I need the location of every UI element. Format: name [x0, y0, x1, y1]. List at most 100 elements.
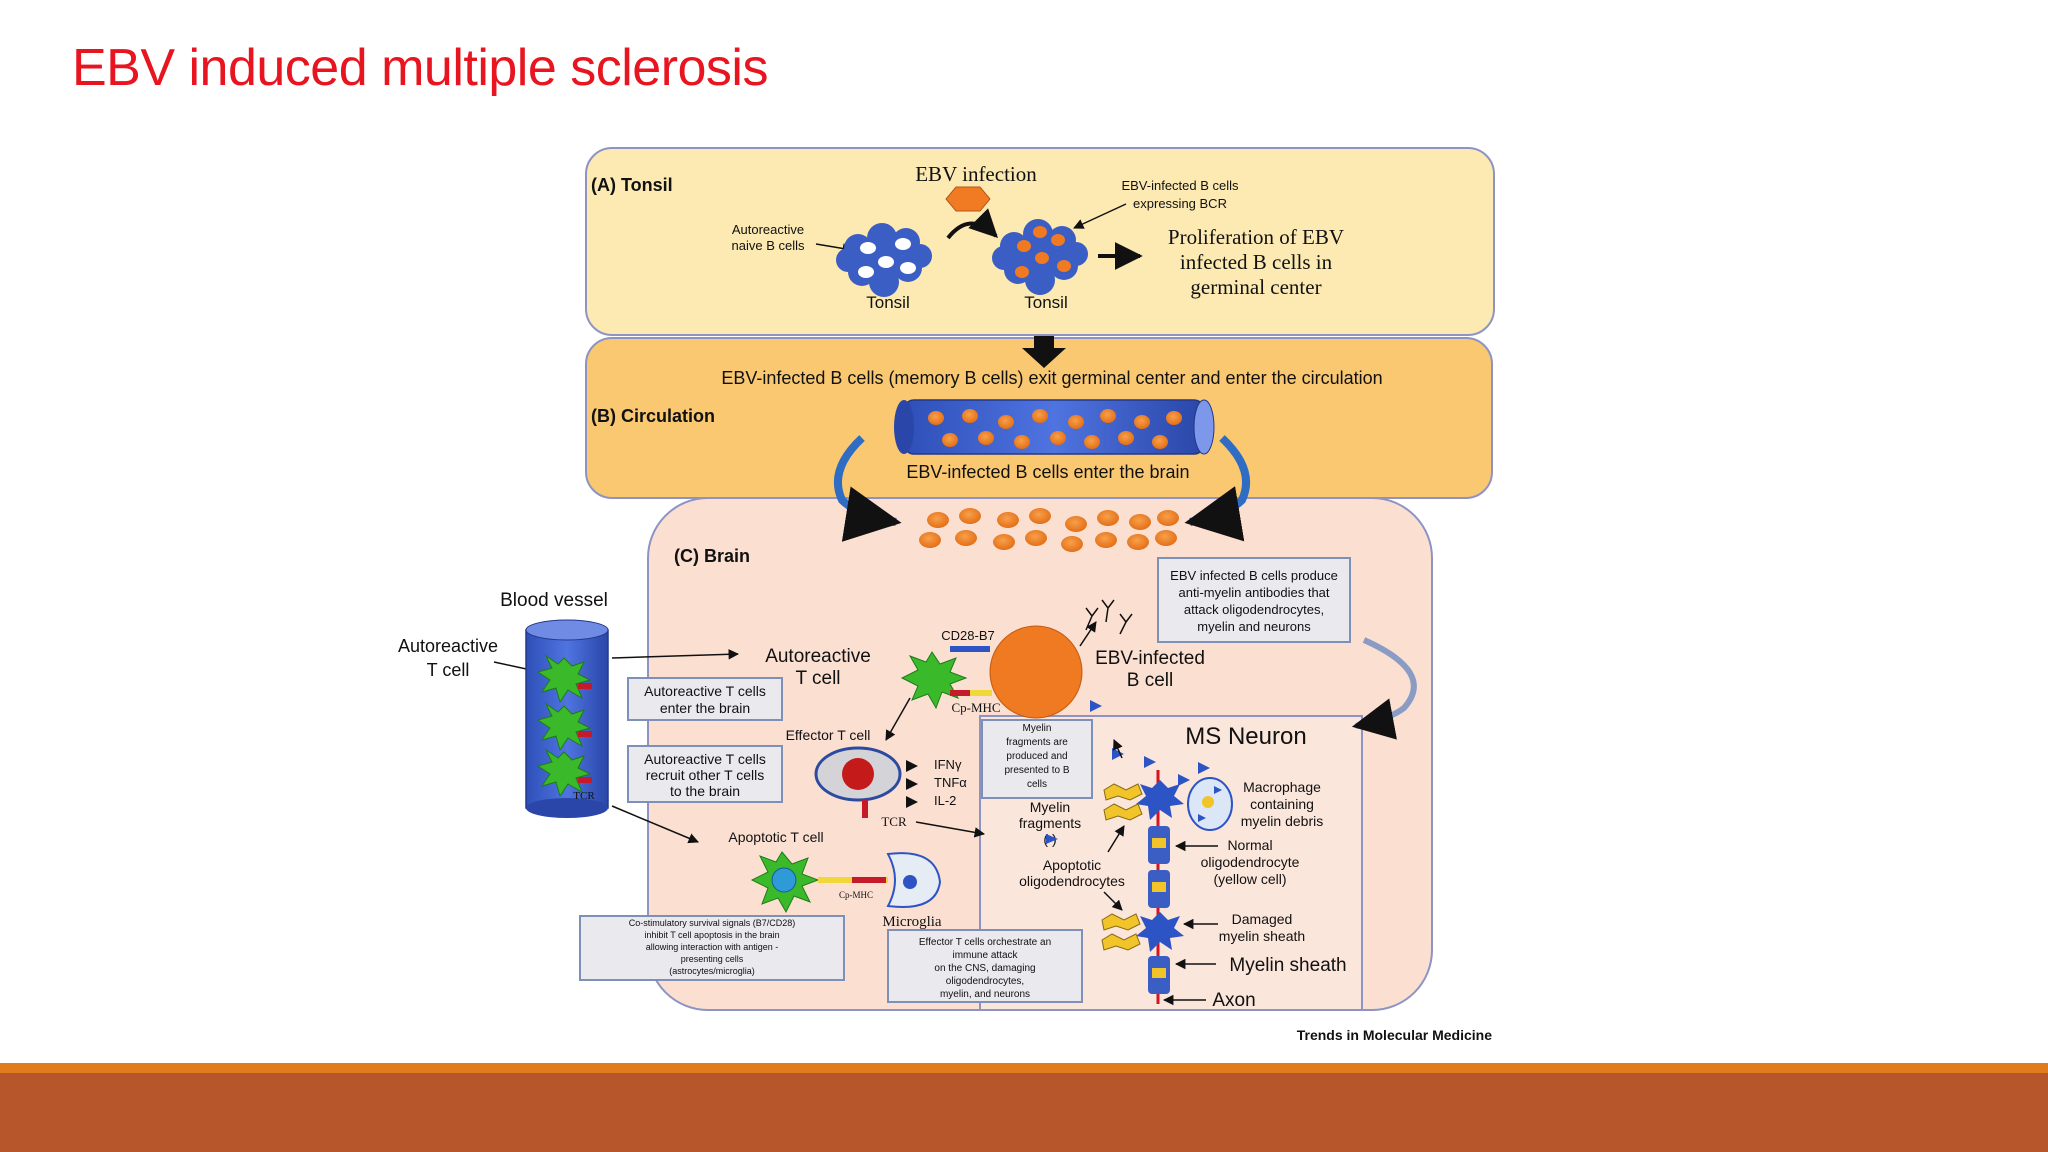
ebv-virus-icon	[945, 186, 991, 212]
damaged-myelin-label-1: Damaged	[1232, 911, 1293, 927]
ebv-infected-bcell-icon	[989, 625, 1083, 719]
antibodies-box-line-3: attack oligodendrocytes,	[1184, 602, 1324, 617]
microglia-label: Microglia	[882, 914, 941, 930]
footer-bar	[0, 1073, 2048, 1152]
myelin-box-line-5: cells	[1027, 779, 1047, 790]
myelin-fragment-icons	[1090, 700, 1210, 786]
apoptotic-oligos-label-1: Apoptotic	[1043, 857, 1101, 873]
tcr-vessel-label: TCR	[573, 790, 595, 802]
circulation-label: (B) Circulation	[591, 406, 715, 426]
myelin-fragments-box	[981, 719, 1093, 799]
blood-vessel	[525, 619, 609, 818]
recruit-box-line-2: recruit other T cells	[646, 767, 765, 783]
myelin-sheath-label: Myelin sheath	[1229, 955, 1346, 976]
enter-brain-box-line-2: enter the brain	[660, 700, 750, 716]
costim-box	[579, 915, 845, 981]
ebv-bcr-label-1: EBV-infected B cells	[1121, 178, 1239, 193]
myelin-box-line-3: produced and	[1006, 751, 1067, 762]
proliferation-line-3: germinal center	[1190, 275, 1321, 299]
exit-germinal-text: EBV-infected B cells (memory B cells) ex…	[721, 368, 1382, 388]
effector-box-line-4: oligodendrocytes,	[946, 976, 1024, 987]
damaged-myelin-label-2: myelin sheath	[1219, 928, 1305, 944]
normal-oligo-label-1: Normal	[1227, 837, 1272, 853]
cp-mhc-small-label: Cp-MHC	[839, 890, 873, 900]
slide-title: EBV induced multiple sclerosis	[72, 39, 769, 97]
myelin-fragments-label-1: Myelin	[1030, 799, 1070, 815]
proliferation-line-1: Proliferation of EBV	[1168, 225, 1344, 249]
macrophage-label-1: Macrophage	[1243, 779, 1321, 795]
costim-line-1: Co-stimulatory survival signals (B7/CD28…	[629, 918, 796, 928]
costim-line-4: presenting cells	[681, 954, 744, 964]
myelin-box-line-4: presented to B	[1004, 765, 1069, 776]
antibodies-box-line-1: EBV infected B cells produce	[1170, 568, 1338, 583]
macrophage-label-3: myelin debris	[1241, 813, 1323, 829]
right-curved-arrow-icon	[1184, 435, 1250, 542]
autoreactive-tcell-left-2: T cell	[427, 660, 470, 680]
effector-box	[887, 929, 1083, 1003]
naive-tonsil-icon	[836, 223, 932, 297]
autoreactive-naive-label-2: naive B cells	[732, 238, 805, 253]
ebv-infected-bcell-label-1: EBV-infected	[1095, 648, 1205, 669]
macrophage-icon	[1187, 777, 1233, 831]
ebv-bcr-label-2: expressing BCR	[1133, 196, 1227, 211]
cp-mhc-label: Cp-MHC	[951, 700, 1000, 715]
myelin-fragments-label-2: fragments	[1019, 815, 1081, 831]
circulation-vessel	[894, 399, 1215, 455]
autoreactive-tcell-left-1: Autoreactive	[398, 636, 498, 656]
antibody-icons	[1085, 599, 1133, 635]
recruit-box-line-3: to the brain	[670, 783, 740, 799]
ebv-infection-label: EBV infection	[915, 162, 1037, 186]
recruit-box-line-1: Autoreactive T cells	[644, 751, 766, 767]
normal-oligo-label-2: oligodendrocyte	[1201, 854, 1300, 870]
myelin-box-line-2: fragments are	[1006, 737, 1068, 748]
normal-oligo-label-3: (yellow cell)	[1213, 871, 1286, 887]
enter-brain-box	[627, 677, 783, 721]
apoptotic-oligo-icons	[1101, 783, 1143, 951]
cytokine-icons	[906, 760, 918, 808]
ms-neuron-title: MS Neuron	[1185, 723, 1306, 750]
myelin-box-line-1: Myelin	[1023, 723, 1052, 734]
costim-line-2: inhibit T cell apoptosis in the brain	[644, 930, 779, 940]
autoreactive-naive-label-1: Autoreactive	[732, 222, 804, 237]
cytokine-ifng: IFNγ	[934, 757, 962, 772]
apoptotic-oligos-label-2: oligodendrocytes	[1019, 873, 1125, 889]
footer-accent-line	[0, 1063, 2048, 1073]
proliferation-line-2: infected B cells in	[1180, 250, 1333, 274]
autoreactive-tcell-center-2: T cell	[795, 668, 840, 689]
left-curved-arrow-icon	[834, 435, 902, 542]
myelin-fragment-legend-icon	[1046, 834, 1058, 844]
brain-label: (C) Brain	[674, 546, 750, 566]
infected-tonsil-icon	[992, 219, 1088, 295]
entering-b-cells	[919, 508, 1179, 552]
effector-box-line-1: Effector T cells orchestrate an	[919, 937, 1051, 948]
macrophage-label-2: containing	[1250, 796, 1314, 812]
blood-vessel-label: Blood vessel	[500, 590, 608, 611]
cytokine-il2: IL-2	[934, 793, 956, 808]
damaged-oligo-top-icon	[1136, 780, 1184, 820]
costim-line-5: (astrocytes/microglia)	[669, 966, 755, 976]
enter-brain-text: EBV-infected B cells enter the brain	[906, 462, 1189, 482]
antibodies-arrow-icon	[1351, 637, 1417, 740]
tonsil-label-1: Tonsil	[866, 293, 909, 312]
source-label: Trends in Molecular Medicine	[1297, 1027, 1492, 1043]
tcr-effector-label: TCR	[881, 814, 907, 829]
effector-box-line-3: on the CNS, damaging	[934, 963, 1035, 974]
effector-tcell-icon	[814, 746, 902, 818]
ebv-infected-bcell-label-2: B cell	[1127, 670, 1173, 691]
myelin-segments	[1148, 826, 1170, 994]
down-arrow-icon	[1022, 336, 1066, 368]
costim-line-3: allowing interaction with antigen -	[646, 942, 779, 952]
axon-label: Axon	[1212, 990, 1255, 1011]
tonsil-label: (A) Tonsil	[591, 175, 673, 195]
effector-box-line-5: myelin, and neurons	[940, 989, 1030, 1000]
antibodies-box-line-2: anti-myelin antibodies that	[1178, 585, 1329, 600]
cd28-b7-label: CD28-B7	[941, 628, 994, 643]
autoreactive-tcell-center-1: Autoreactive	[765, 646, 871, 667]
damaged-oligo-bottom-icon	[1136, 912, 1184, 952]
tonsil-label-2: Tonsil	[1024, 293, 1067, 312]
antibodies-box-line-4: myelin and neurons	[1197, 619, 1311, 634]
cytokine-tnfa: TNFα	[934, 775, 967, 790]
apoptotic-tcell-label: Apoptotic T cell	[728, 829, 823, 845]
effector-tcell-label: Effector T cell	[786, 727, 871, 743]
ebv-ms-diagram: (A) Tonsil EBV infection Autoreactive na…	[398, 147, 1495, 1043]
